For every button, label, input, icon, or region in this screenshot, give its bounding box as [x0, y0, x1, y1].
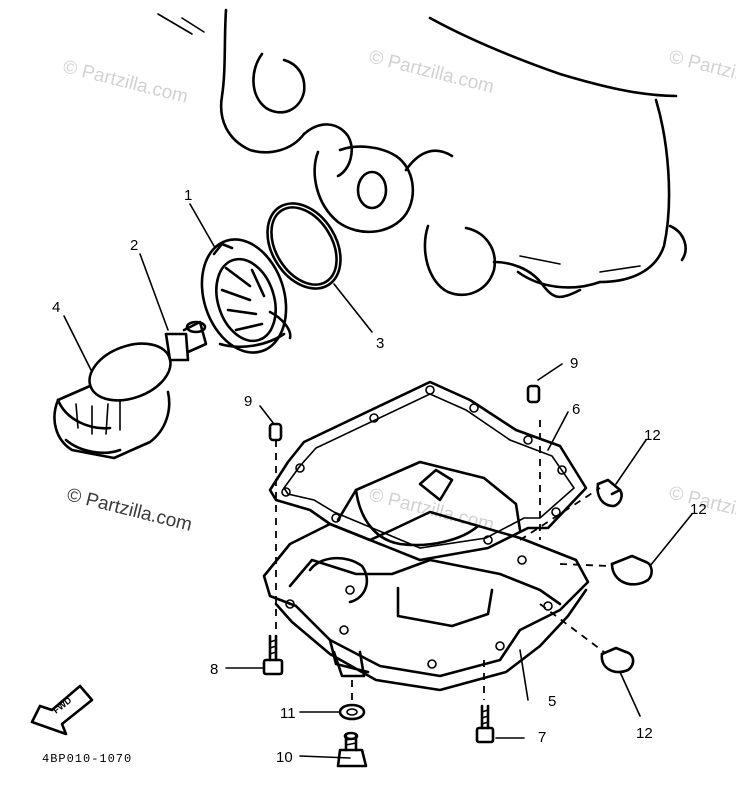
callout-2: 2: [130, 237, 138, 254]
watermark-main: © Partzilla.com: [65, 484, 194, 535]
background-watermarks: © Partzilla.com © Partzilla.com © Partzi…: [61, 46, 736, 535]
callout-1: 1: [184, 187, 192, 204]
callout-4: 4: [52, 299, 60, 316]
callout-7: 7: [538, 729, 546, 746]
callout-9-right: 9: [570, 355, 578, 372]
drawing-code: 4BP010-1070: [42, 752, 132, 766]
fwd-arrow-icon: FWD: [30, 684, 94, 736]
callout-3: 3: [376, 335, 384, 352]
leader-lines: [63, 203, 693, 759]
callout-5: 5: [548, 693, 556, 710]
engine-crankcase: [157, 8, 687, 299]
watermark-2: © Partzilla.com: [367, 46, 496, 97]
fwd-label: FWD: [51, 695, 74, 716]
assembly-dashed-lines: [275, 420, 611, 700]
callout-12-bottom: 12: [636, 725, 653, 742]
watermark-3: © Partzilla.com: [667, 46, 736, 97]
part-3-o-ring-inner: [270, 206, 338, 286]
part-9-dowel-pin-right: [526, 384, 541, 404]
callout-8: 8: [210, 661, 218, 678]
part-1-oil-filter-cover: [200, 238, 292, 354]
callout-12-top: 12: [644, 427, 661, 444]
part-8-bolt: [262, 634, 284, 676]
part-2-fitting-bolt: [164, 320, 208, 362]
part-11-washer-inner: [346, 708, 358, 716]
part-11-washer: [338, 703, 366, 721]
callout-6: 6: [572, 401, 580, 418]
watermark-1: © Partzilla.com: [61, 56, 190, 107]
part-6-gasket: [268, 380, 588, 562]
callout-11: 11: [280, 705, 296, 722]
callout-9-left: 9: [244, 393, 252, 410]
part-12-clamp-top: [596, 478, 623, 508]
part-9-dowel-pin-left: [268, 422, 283, 442]
callout-12-middle: 12: [690, 501, 707, 518]
part-12-clamp-middle: [610, 554, 653, 586]
part-7-bolt: [475, 704, 495, 744]
part-3-o-ring: [266, 202, 342, 290]
part-10-drain-plug: [336, 731, 368, 768]
part-5-oil-pan: [262, 460, 590, 692]
part-4-oil-filter: [53, 342, 172, 460]
callout-10: 10: [276, 749, 293, 766]
part-12-clamp-bottom: [600, 646, 635, 674]
